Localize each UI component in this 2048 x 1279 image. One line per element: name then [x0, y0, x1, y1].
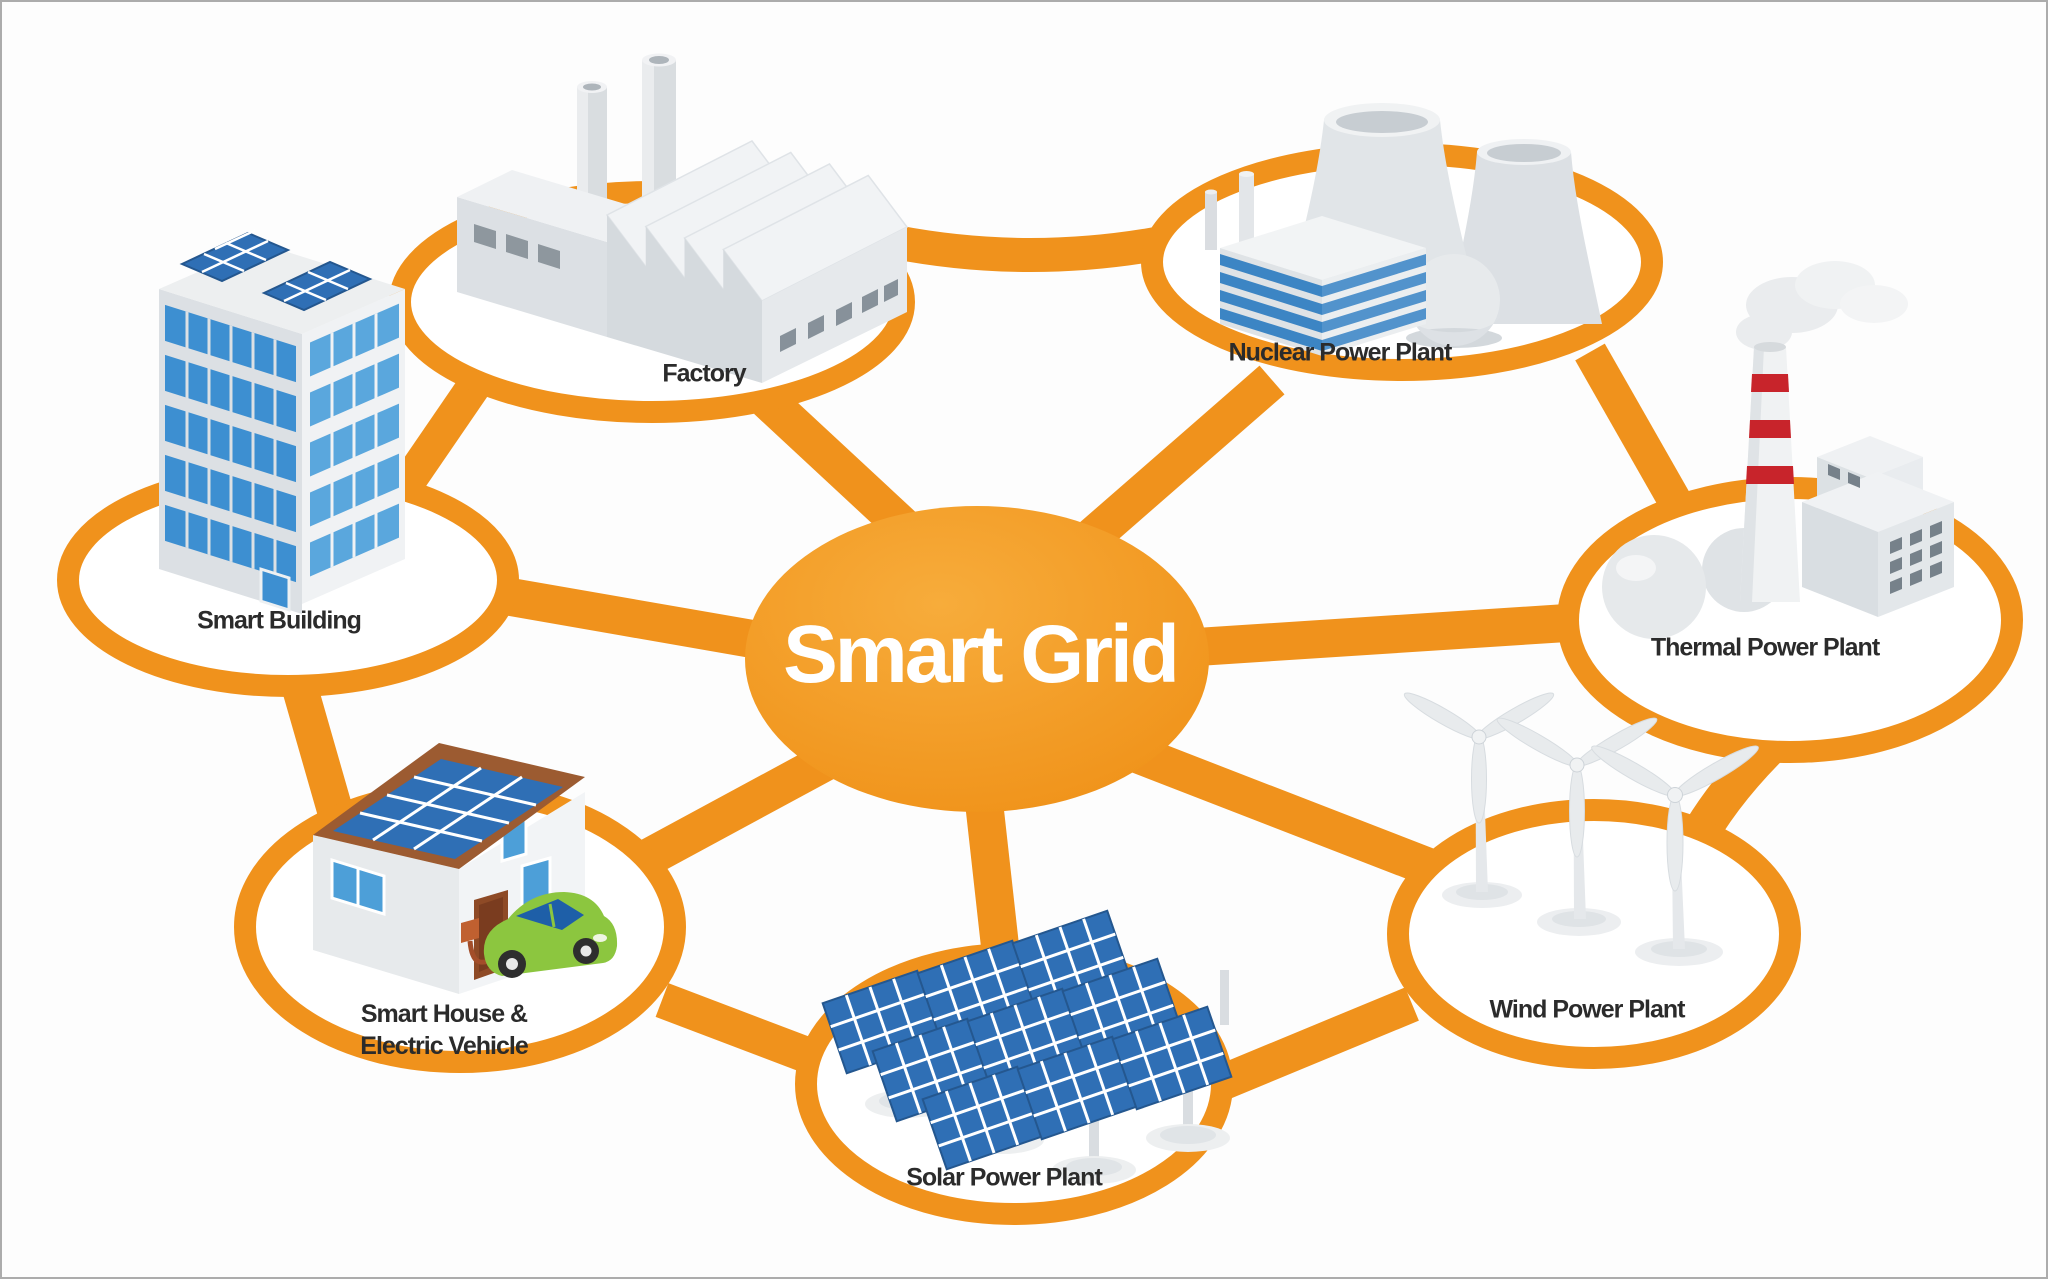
plant-buildings — [1802, 436, 1954, 617]
link-hub-factory — [754, 386, 920, 544]
wind-turbine — [1403, 692, 1555, 908]
wind-plant-icon — [1403, 692, 1759, 966]
electric-car — [483, 892, 618, 978]
link-house-building — [279, 673, 354, 819]
link-factory-nuclear — [891, 225, 1171, 272]
striped-building — [1220, 216, 1426, 356]
smart-house-icon — [313, 743, 618, 994]
reactor-dome — [1406, 254, 1502, 348]
link-solar-house — [655, 983, 827, 1077]
nuclear-plant-icon — [1205, 103, 1602, 356]
solar-panel-array — [821, 909, 1233, 1171]
building-door — [259, 567, 291, 612]
link-building-factory — [385, 376, 489, 504]
factory-icon — [457, 53, 909, 383]
solar-plant-icon — [821, 909, 1233, 1184]
link-wind-solar — [1207, 987, 1419, 1103]
link-hub-smart-building — [478, 573, 762, 659]
roof-solar-panels — [179, 229, 373, 312]
smart-building-icon — [159, 229, 405, 615]
hub-ellipse — [745, 506, 1209, 812]
link-nuclear-thermal — [1575, 343, 1699, 526]
building-left-face — [159, 289, 302, 615]
link-hub-nuclear — [1071, 365, 1285, 559]
roof-solar-panel — [313, 743, 585, 869]
link-hub-wind — [1130, 736, 1469, 898]
thermal-plant-icon — [1602, 261, 1954, 639]
factory-chimney — [577, 53, 676, 205]
charging-outlet — [461, 918, 479, 943]
wind-turbine — [1591, 745, 1759, 966]
building-right-face — [302, 288, 405, 604]
smoke — [1736, 261, 1908, 350]
link-hub-thermal — [1195, 603, 1584, 666]
storage-sphere — [1602, 535, 1706, 639]
chimney — [1740, 342, 1800, 602]
